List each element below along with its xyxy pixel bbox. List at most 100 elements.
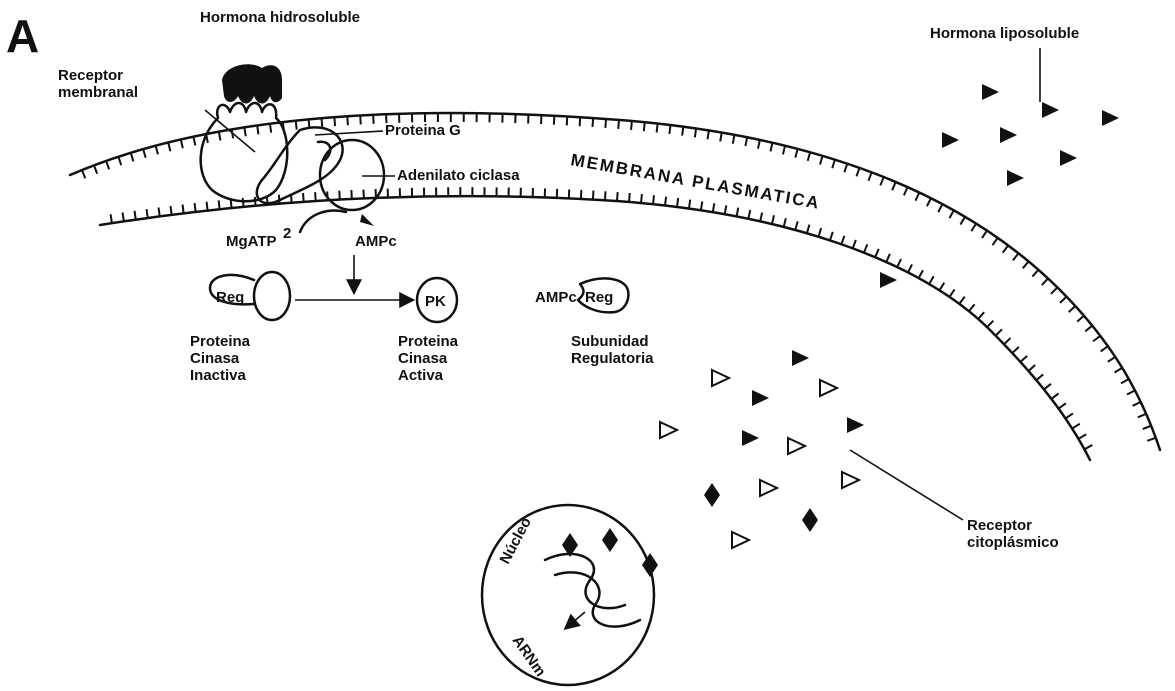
- membrane-tick: [737, 208, 739, 217]
- lipid-hormone-mark: [847, 417, 864, 433]
- proteina-g-label: Proteina G: [385, 122, 461, 139]
- reg-subunit-label: Reg: [585, 289, 613, 306]
- membrane-tick: [1066, 413, 1073, 418]
- membrane-tick: [1003, 245, 1008, 252]
- membrane-tick: [987, 321, 993, 327]
- pc-activa-line2: Cinasa: [398, 350, 448, 367]
- membrane-tick: [959, 297, 964, 304]
- membrane-tick: [1069, 306, 1076, 312]
- hormona-liposoluble-label: Hormona liposoluble: [930, 25, 1079, 42]
- lipid-hormone-mark: [880, 272, 897, 288]
- membrane-tick: [875, 249, 879, 257]
- membrane-tick: [1042, 278, 1048, 285]
- membrane-tick: [856, 168, 859, 176]
- reg-inactive-label: Reg: [216, 289, 244, 306]
- membrane-tick: [665, 197, 666, 206]
- membrane-tick: [830, 232, 833, 241]
- lipid-hormone-mark: [1102, 110, 1119, 126]
- lipid-hormone-mark: [742, 430, 759, 446]
- membrane-tick: [760, 213, 762, 222]
- membrane-tick: [880, 177, 883, 185]
- membrane-tick: [784, 218, 786, 227]
- lipid-hormone-mark: [752, 390, 769, 406]
- lipid-hormone-mark: [1060, 150, 1077, 166]
- membrane-tick: [193, 137, 195, 146]
- membrane-tick: [1032, 270, 1038, 277]
- membrane-tick: [1078, 434, 1086, 439]
- membrane-tick: [745, 137, 747, 146]
- membrane-tick: [1004, 338, 1010, 344]
- ampc-reg-label: AMPc: [535, 289, 577, 306]
- membrane-tick: [1051, 393, 1058, 398]
- membrane-tick: [795, 149, 797, 158]
- water-soluble-hormone-shape: [222, 64, 282, 103]
- g-protein-shape: [257, 127, 343, 203]
- membrane-tick: [892, 182, 896, 190]
- membrane-tick: [929, 276, 934, 284]
- pc-inactiva-line3: Inactiva: [190, 367, 247, 384]
- membrane-tick: [960, 217, 965, 225]
- membrane-tick: [1060, 297, 1066, 303]
- membrane-tick: [677, 198, 678, 207]
- membrane-tick: [123, 212, 124, 221]
- receptor-membranal-label-line2: membranal: [58, 84, 138, 101]
- membrane-tick: [978, 312, 984, 319]
- membrane-tick: [969, 304, 975, 311]
- membrane-tick: [908, 264, 912, 272]
- pc-inactiva-line1: Proteina: [190, 333, 251, 350]
- lipid-hormone-mark: [982, 84, 999, 100]
- membrane-tick: [897, 259, 901, 267]
- membrane-tick: [1093, 336, 1100, 341]
- cytoplasmic-receptor-mark: [760, 480, 777, 496]
- membrane-tick: [1077, 316, 1084, 322]
- membrane-tick: [772, 215, 774, 224]
- receptor-hormone-complex-mark: [704, 483, 720, 507]
- membrane-tick: [807, 225, 810, 234]
- membrane-tick: [1012, 347, 1019, 353]
- lipid-hormone-mark: [942, 132, 959, 148]
- membrane-tick: [303, 193, 304, 202]
- membrane-tick: [618, 120, 619, 129]
- membrane-tick: [939, 283, 944, 291]
- membrane-tick: [181, 139, 183, 148]
- membrane-tick: [360, 115, 361, 124]
- receptor-hormone-complex-mark: [602, 528, 618, 552]
- adenilato-ciclasa-label: Adenilato ciclasa: [397, 167, 520, 184]
- membrane-tick: [886, 254, 890, 262]
- membrane-tick: [580, 117, 581, 126]
- membrane-tick: [257, 125, 258, 134]
- membrane-tick: [1085, 326, 1092, 332]
- membrane-tick: [1059, 403, 1066, 408]
- membrane-tick: [720, 133, 722, 142]
- membrane-tick: [219, 200, 220, 209]
- membrane-tick: [818, 228, 821, 237]
- membrane-tick: [207, 202, 208, 211]
- membrane-tick: [1127, 390, 1135, 394]
- membrane-tick: [1051, 287, 1057, 293]
- cytoplasmic-receptor-mark: [788, 438, 805, 454]
- lipid-hormone-mark: [792, 350, 809, 366]
- membrane-tick: [758, 140, 760, 149]
- membrane-tick: [1121, 379, 1129, 383]
- membrana-plasmatica-label: MEMBRANA PLASMATICA: [569, 150, 822, 213]
- membrane-tick: [938, 204, 942, 212]
- membrane-tick: [770, 143, 772, 152]
- membrane-tick: [971, 224, 976, 232]
- membrane-tick: [996, 329, 1002, 335]
- membrane-tick: [159, 208, 160, 217]
- membrane-tick: [243, 198, 244, 207]
- membrane-tick: [808, 152, 810, 161]
- membrane-tick: [315, 192, 316, 201]
- membrane-tick: [296, 121, 297, 130]
- membrane-inner-ticks: [111, 187, 1093, 449]
- membrane-tick: [657, 124, 658, 133]
- membrane-tick: [725, 205, 727, 214]
- membrane-tick: [713, 203, 714, 212]
- membrane-tick: [1044, 384, 1051, 390]
- membrane-tick: [1084, 445, 1092, 449]
- membrane-tick: [1072, 424, 1080, 429]
- nucleo-label: Núcleo: [497, 515, 535, 567]
- membrane-tick: [82, 170, 85, 178]
- membrane-tick: [949, 210, 953, 218]
